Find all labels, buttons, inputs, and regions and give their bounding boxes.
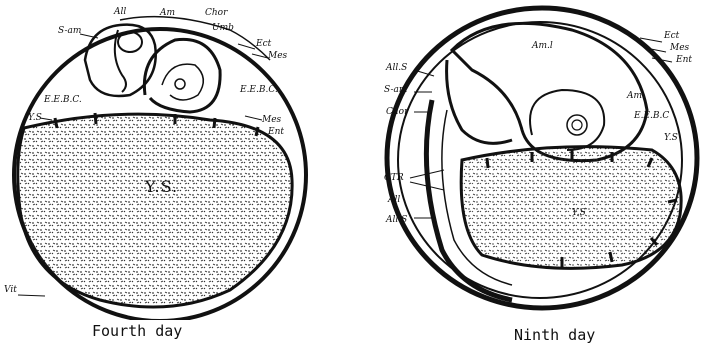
label-am: Am: [159, 8, 175, 18]
label-ys-inner: Y.S: [572, 208, 586, 218]
label-chor: Chor: [386, 107, 409, 117]
label-all: All: [387, 195, 400, 205]
ninth-day-diagram: Ect Mes Ent All.S S-am Am.l Am Chor E.E.…: [372, 0, 714, 349]
embryo-head: [175, 79, 185, 89]
label-am-l: Am.l: [531, 41, 553, 51]
label-ys: Y.S.: [144, 177, 178, 196]
label-umb: Umb: [212, 23, 234, 33]
label-eebc-left: E.E.B.C.: [43, 95, 82, 105]
label-s-am: S-am: [58, 26, 81, 36]
label-ys: Y.S: [664, 133, 678, 143]
label-ent: Ent: [675, 55, 692, 65]
label-all-s2: All.S: [385, 215, 407, 225]
caption-ninth-day: Ninth day: [514, 326, 595, 344]
ninth-day-drawing: Ect Mes Ent All.S S-am Am.l Am Chor E.E.…: [372, 0, 714, 325]
label-eebc-right: E.E.B.C.: [239, 85, 278, 95]
allantois: [118, 32, 142, 52]
label-all: All: [113, 7, 126, 17]
allantois-stalk: [115, 30, 126, 92]
label-ctr: CTR: [384, 173, 404, 183]
label-ent: Ent: [267, 127, 284, 137]
label-ect: Ect: [255, 39, 272, 49]
label-s-am: S-am: [384, 85, 407, 95]
label-eebc: E.E.B.C: [633, 111, 669, 121]
label-vit: Vit: [4, 285, 17, 295]
fourth-day-diagram: S-am All Am Chor Umb Ect Mes E.E.B.C. E.…: [0, 0, 330, 349]
fourth-day-drawing: S-am All Am Chor Umb Ect Mes E.E.B.C. E.…: [0, 0, 330, 320]
label-mes2: Mes: [261, 115, 282, 125]
embryo: [530, 90, 604, 150]
label-ect: Ect: [663, 31, 680, 41]
embryo-body: [162, 64, 203, 100]
label-chor: Chor: [205, 8, 228, 18]
label-mes: Mes: [267, 51, 288, 61]
chorion-line: [120, 17, 270, 60]
label-all-s: All.S: [385, 63, 407, 73]
label-ys-small: Y.S: [28, 113, 42, 123]
label-am: Am: [626, 91, 642, 101]
embryo-head: [567, 115, 587, 135]
label-mes: Mes: [669, 43, 690, 53]
caption-fourth-day: Fourth day: [92, 322, 182, 340]
yolk-sac: [18, 114, 292, 307]
